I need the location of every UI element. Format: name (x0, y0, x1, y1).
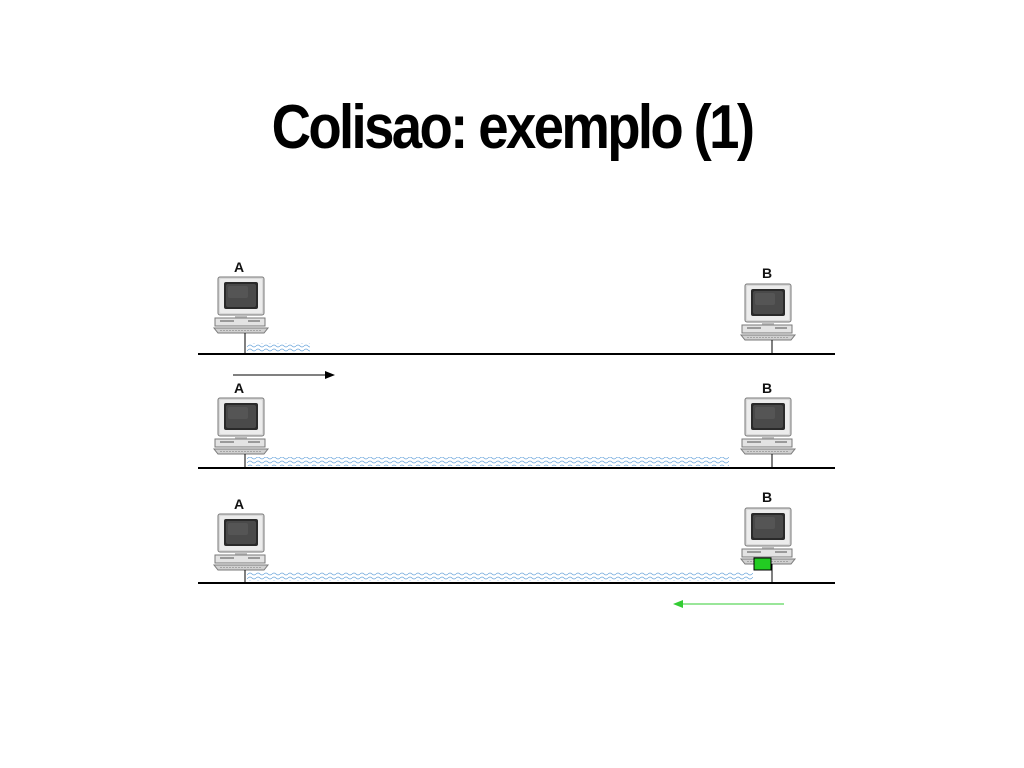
panel-1: A B (198, 259, 835, 379)
computer-icon (740, 283, 796, 341)
computer-icon (213, 397, 269, 455)
station-b-label: B (762, 489, 772, 505)
panel-3: A B (198, 489, 835, 608)
station-b-label: B (762, 380, 772, 396)
station-a-label: A (234, 259, 244, 275)
station-a-label: A (234, 496, 244, 512)
station-b-label: B (762, 265, 772, 281)
computer-icon (740, 507, 796, 565)
signal-wave (247, 343, 310, 352)
collision-block (753, 557, 772, 571)
computer-icon (740, 397, 796, 455)
computer-icon (213, 513, 269, 571)
station-a-label: A (234, 380, 244, 396)
computer-icon (213, 276, 269, 334)
slide-title: Colisao: exemplo (1) (271, 93, 755, 162)
signal-wave (247, 572, 753, 581)
signal-wave (247, 457, 729, 466)
panel-2: A B (198, 380, 835, 469)
